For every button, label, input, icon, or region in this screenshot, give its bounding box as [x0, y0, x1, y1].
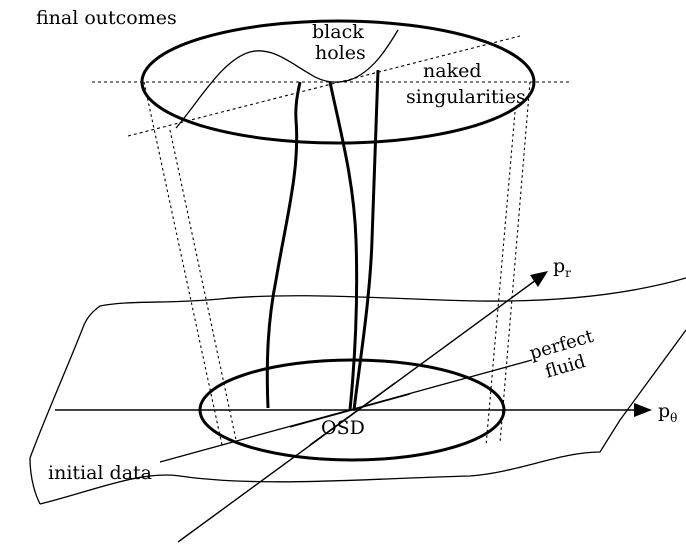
initial-data-surface — [29, 277, 686, 505]
perfect-fluid-overlay — [289, 393, 411, 428]
naked-singularities-label-line2: singularities — [406, 86, 526, 108]
p-r-arrowhead — [530, 271, 548, 287]
p-r-label: pr — [553, 255, 571, 280]
evolution-curves — [265, 69, 380, 411]
boundary-curve — [175, 29, 399, 129]
naked-singularities-label-line1: naked — [423, 60, 481, 82]
projection-lines — [143, 81, 531, 447]
p-theta-label-main: p — [658, 400, 670, 422]
final-outcomes-label: final outcomes — [36, 7, 177, 29]
evolution-curve-left — [265, 81, 302, 409]
initial-data-label: initial data — [48, 462, 152, 484]
p-theta-label: pθ — [658, 400, 677, 425]
black-holes-label-line2: holes — [315, 42, 366, 64]
p-r-label-sub: r — [565, 266, 571, 280]
osd-label: OSD — [321, 417, 365, 439]
final-outcomes-ellipse — [140, 19, 536, 145]
p-theta-arrowhead — [634, 403, 652, 417]
osd-ellipse — [198, 358, 506, 462]
top-dashed-slanted — [127, 35, 521, 137]
black-holes-label-line1: black — [312, 21, 364, 43]
evolution-curve-right — [352, 69, 380, 411]
p-r-label-main: p — [553, 255, 565, 277]
evolution-curve-middle — [328, 81, 359, 411]
p-r-axis-overlay — [309, 382, 396, 446]
perfect-fluid-label: perfect fluid — [527, 326, 596, 383]
p-theta-label-sub: θ — [670, 411, 677, 425]
